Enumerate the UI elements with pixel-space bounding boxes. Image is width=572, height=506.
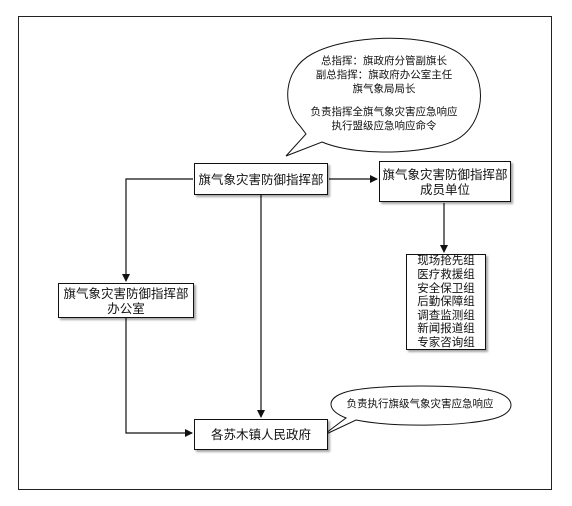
bottom-bubble-shape	[321, 385, 512, 437]
town-government-box: 各苏木镇人民政府	[194, 419, 328, 450]
diagram-frame	[18, 16, 552, 490]
bottom-bubble-line1: 负责执行旗级气象灾害应急响应	[346, 398, 494, 410]
group-item: 医疗救援组	[417, 267, 475, 282]
top-bubble-text: 总指挥：旗政府分管副旗长 副总指挥：旗政府办公室主任 旗气象局局长 负责指挥全旗…	[296, 54, 472, 133]
bottom-bubble-text: 负责执行旗级气象灾害应急响应	[330, 397, 510, 411]
working-groups-box: 现场抢先组 医疗救援组 安全保卫组 后勤保障组 调查监测组 新闻报道组 专家咨询…	[406, 254, 486, 350]
top-bubble-line3: 旗气象局局长	[352, 83, 416, 95]
member-units-box: 旗气象灾害防御指挥部 成员单位	[379, 161, 511, 202]
group-item: 现场抢先组	[417, 253, 475, 268]
office-line2: 办公室	[107, 300, 145, 316]
top-bubble-line2: 副总指挥：旗政府办公室主任	[315, 69, 453, 81]
town-government-label: 各苏木镇人民政府	[210, 427, 311, 442]
group-item: 后勤保障组	[417, 294, 475, 309]
arrow-main-to-office	[122, 178, 193, 282]
group-item: 新闻报道组	[417, 321, 475, 336]
member-units-line2: 成员单位	[419, 181, 470, 197]
office-line1: 旗气象灾害防御指挥部	[63, 285, 189, 301]
group-item: 调查监测组	[417, 307, 475, 322]
member-units-line1: 旗气象灾害防御指挥部	[382, 166, 508, 182]
top-bubble-shape	[285, 37, 481, 157]
office-box: 旗气象灾害防御指挥部 办公室	[58, 283, 194, 318]
arrow-office-to-town	[125, 318, 193, 437]
group-item: 安全保卫组	[417, 280, 475, 295]
top-bubble-line4: 负责指挥全旗气象灾害应急响应	[310, 106, 458, 118]
top-bubble-line1: 总指挥：旗政府分管副旗长	[321, 55, 447, 67]
main-command-label: 旗气象灾害防御指挥部	[198, 171, 324, 187]
group-item: 专家咨询组	[417, 334, 475, 349]
top-bubble-line5: 执行盟级应急响应命令	[331, 120, 437, 132]
main-command-box: 旗气象灾害防御指挥部	[194, 163, 328, 195]
